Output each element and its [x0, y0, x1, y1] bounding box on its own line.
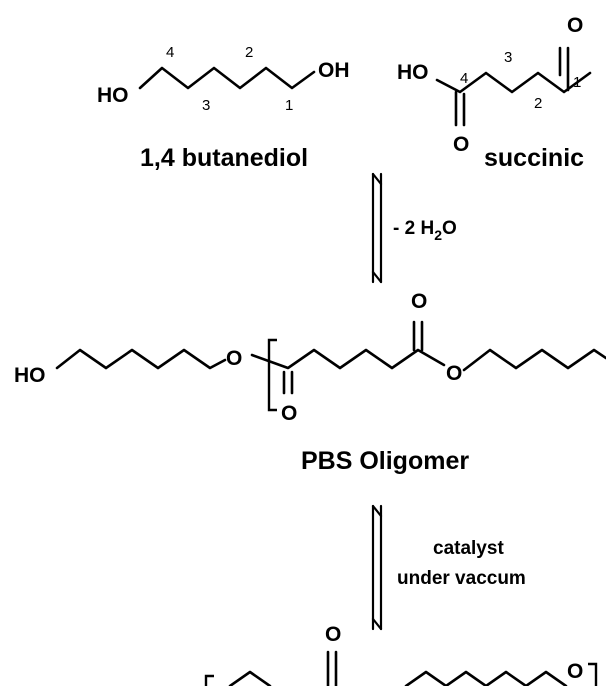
oligomer-butyl-tail: [462, 348, 606, 372]
oligomer-bracket-left: [267, 338, 277, 412]
oligomer-carbonyl-o-bottom: O: [281, 402, 297, 425]
succinic-locant-3: 3: [504, 49, 512, 66]
butanediol-name: 1,4 butanediol: [140, 144, 308, 172]
succinic-acid-name: succinic: [484, 144, 584, 172]
oligomer-ho-label: HO: [14, 364, 46, 387]
equilibrium-arrow-2: [371, 504, 383, 631]
polymer-carbonyl-o: O: [325, 623, 341, 646]
oligomer-butyl-chain: [55, 348, 227, 370]
oligomer-name: PBS Oligomer: [301, 447, 469, 475]
butanediol-chain: [138, 66, 316, 90]
butanediol-locant-3: 3: [202, 97, 210, 114]
succinic-o-bottom-label: O: [453, 133, 469, 156]
succinic-o-top-label: O: [567, 14, 583, 37]
butanediol-locant-4: 4: [166, 44, 174, 61]
oligomer-acid-chain: [250, 348, 446, 370]
succinic-chain: [435, 71, 592, 94]
polymer-chain-right: [404, 670, 568, 686]
succinic-locant-4: 4: [460, 70, 468, 87]
equilibrium-arrow-1: [371, 172, 383, 284]
polymer-end-o: O: [567, 660, 583, 683]
oligomer-ester-o-left: O: [226, 347, 242, 370]
butanediol-ho-label: HO: [97, 84, 129, 107]
polymer-bracket-right: [588, 662, 598, 686]
butanediol-locant-1: 1: [285, 97, 293, 114]
butanediol-locant-2: 2: [245, 44, 253, 61]
succinic-ho-label: HO: [397, 61, 429, 84]
butanediol-structure: HO OH 4 3 2 1 1,4 butanediol: [97, 44, 350, 172]
succinic-acid-structure: HO O O 4 3 2 1 succinic: [397, 14, 592, 172]
polymer-bracket-left: [204, 674, 214, 686]
oligomer-ester-o-right: O: [446, 362, 462, 385]
pbs-polymer-structure: O O: [204, 623, 598, 686]
dehydration-condition: - 2 H2O: [393, 218, 457, 243]
oligomer-carbonyl-o-top: O: [411, 290, 427, 313]
pbs-oligomer-structure: HO O O O O PBS Oligomer: [14, 290, 606, 475]
catalyst-condition: catalyst: [433, 538, 504, 559]
polymer-chain-left: [228, 670, 272, 686]
vacuum-condition: under vaccum: [397, 568, 526, 589]
succinic-locant-2: 2: [534, 95, 542, 112]
succinic-locant-1: 1: [573, 74, 581, 91]
butanediol-oh-label: OH: [318, 59, 350, 82]
